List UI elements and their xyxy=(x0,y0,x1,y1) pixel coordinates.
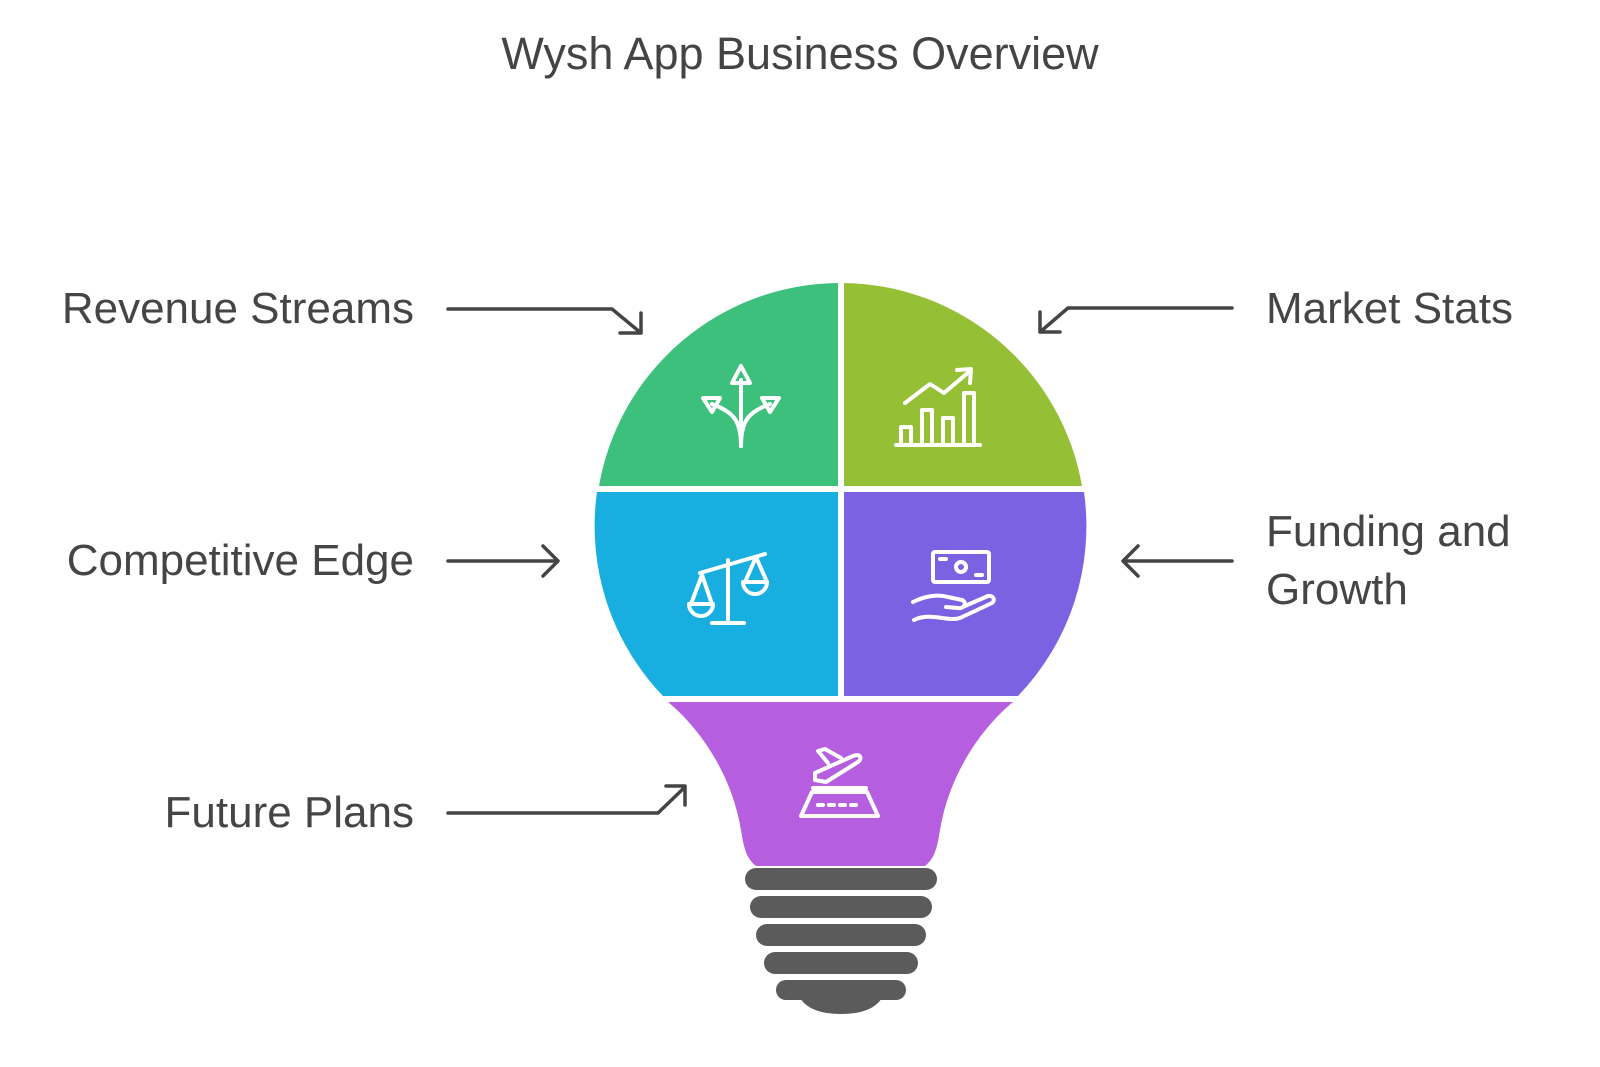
arrow-revenue-streams xyxy=(446,307,643,335)
label-competitive-edge: Competitive Edge xyxy=(66,536,414,585)
growth-chart-icon xyxy=(894,367,982,447)
base-ring-4 xyxy=(764,952,918,974)
diagram-title: Wysh App Business Overview xyxy=(501,28,1099,79)
branching-arrows-icon xyxy=(701,364,781,448)
label-funding-growth-line1: Funding and xyxy=(1266,507,1511,556)
base-ring-5 xyxy=(776,980,906,1000)
label-market-stats: Market Stats xyxy=(1266,284,1513,333)
base-ring-3 xyxy=(756,924,926,946)
base-tip xyxy=(800,998,882,1014)
label-funding-growth: Funding and Growth xyxy=(1266,503,1511,619)
arrow-funding-growth xyxy=(1121,544,1234,578)
segment-funding-growth xyxy=(844,492,1087,696)
balance-scale-icon xyxy=(687,552,769,625)
label-funding-growth-line2: Growth xyxy=(1266,565,1408,614)
connector-arrows xyxy=(446,306,1234,815)
segment-revenue-streams xyxy=(599,283,838,486)
segment-future-plans xyxy=(668,702,1013,866)
money-hand-icon xyxy=(911,550,996,622)
segment-competitive-edge xyxy=(594,492,838,696)
base-ring-1 xyxy=(745,868,937,890)
segment-market-stats xyxy=(844,283,1082,486)
airplane-takeoff-icon xyxy=(799,747,880,818)
base-ring-2 xyxy=(750,896,932,918)
arrow-future-plans xyxy=(446,784,687,815)
label-revenue-streams: Revenue Streams xyxy=(61,284,414,333)
arrow-competitive-edge xyxy=(446,544,560,578)
arrow-market-stats xyxy=(1038,306,1234,334)
label-future-plans: Future Plans xyxy=(164,788,414,837)
bulb-base xyxy=(745,868,937,1014)
